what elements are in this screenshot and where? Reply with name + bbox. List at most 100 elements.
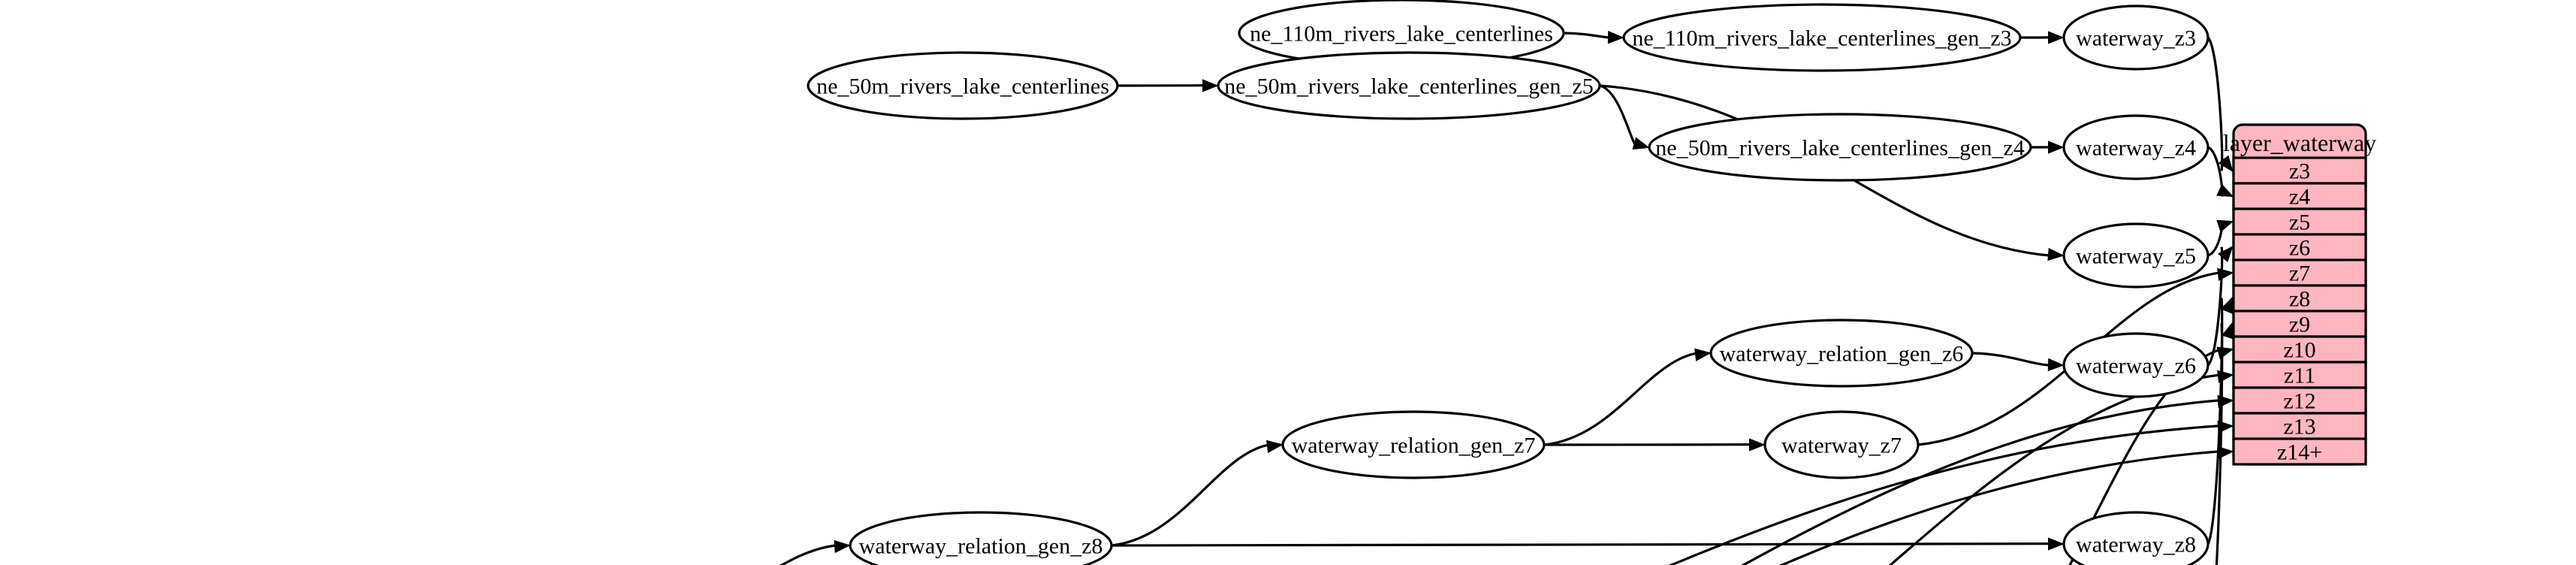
node-waterway_relation_gen_z6[interactable]: waterway_relation_gen_z6	[1709, 319, 1974, 388]
edge-ne_50m_rivers_lake_centerlines_gen_z4-to-waterway_z4	[2030, 140, 2065, 154]
edge-line	[1563, 32, 1612, 39]
table-row-label-z8: z8	[2289, 287, 2310, 312]
node-waterway_relation_gen_z7[interactable]: waterway_relation_gen_z7	[1281, 410, 1546, 479]
node-waterway_z6[interactable]: waterway_z6	[2062, 332, 2210, 398]
node-ne_50m_rivers_lake_centerlines_gen_z5[interactable]: ne_50m_rivers_lake_centerlines_gen_z5	[1217, 51, 1601, 120]
table-row-label-z7: z7	[2289, 261, 2310, 286]
edge-line	[2206, 36, 2224, 171]
node-label-waterway_relation_gen_z6: waterway_relation_gen_z6	[1720, 342, 1964, 367]
edge-waterway_relation_gen_z7-to-waterway_z7	[1543, 438, 1766, 452]
node-shape-waterway_z3	[2062, 5, 2210, 71]
edge-arrowhead	[2217, 267, 2234, 281]
edge-waterway_z5-to-table_z5	[2207, 219, 2234, 257]
edge-arrowhead	[2222, 322, 2234, 340]
edge-arrowhead	[1607, 31, 1624, 44]
edge-waterway_z8-to-table_z8	[2206, 296, 2234, 545]
table-row-z8[interactable]	[2232, 284, 2367, 313]
node-label-ne_50m_rivers_lake_centerlines_gen_z4: ne_50m_rivers_lake_centerlines_gen_z4	[1655, 136, 2024, 161]
edge-waterway_relation_gen_z8-to-waterway_z8	[1111, 537, 2065, 551]
edge-ne_110m_rivers_lake_centerlines-to-ne_110m_rivers_lake_centerlines_gen_z3	[1563, 31, 1624, 44]
edge-waterway_relation_gen_z8-to-waterway_relation_gen_z7	[1111, 440, 1283, 547]
node-shape-ne_50m_rivers_lake_centerlines	[807, 51, 1119, 120]
edge-arrowhead	[2218, 155, 2234, 173]
node-label-waterway_relation_gen_z7: waterway_relation_gen_z7	[1292, 434, 1536, 458]
nodes-layer: imposm3osm_waterway_relationosm_waterway…	[807, 0, 2210, 565]
node-shape-waterway_z5	[2062, 222, 2210, 289]
edge-arrowhead	[2217, 420, 2234, 434]
node-ne_50m_rivers_lake_centerlines[interactable]: ne_50m_rivers_lake_centerlines	[807, 51, 1119, 120]
table-row-z4[interactable]	[2232, 182, 2367, 210]
table-row-z13[interactable]	[2232, 412, 2367, 440]
table-row-z12[interactable]	[2232, 386, 2367, 415]
edge-arrowhead	[2217, 446, 2234, 460]
edge-line	[1111, 542, 2053, 547]
table-row-z7[interactable]	[2232, 258, 2367, 287]
edge-waterway_z3-to-table_z3	[2206, 36, 2234, 173]
node-label-waterway_z4: waterway_z4	[2076, 136, 2196, 161]
node-shape-waterway_z7	[1763, 410, 1920, 479]
edge-arrowhead	[2048, 31, 2065, 44]
table-row-label-z10: z10	[2283, 338, 2315, 363]
node-ne_110m_rivers_lake_centerlines_gen_z3[interactable]: ne_110m_rivers_lake_centerlines_gen_z3	[1622, 3, 2022, 72]
node-shape-waterway_z4	[2062, 114, 2210, 180]
node-shape-waterway_z8	[2062, 511, 2210, 565]
edge-arrowhead	[2216, 219, 2234, 233]
table-row-z11[interactable]	[2232, 361, 2367, 389]
table-row-label-z6: z6	[2289, 236, 2310, 261]
node-shape-waterway_relation_gen_z8	[849, 511, 1113, 565]
edge-ne_50m_rivers_lake_centerlines-to-ne_50m_rivers_lake_centerlines_gen_z5	[1117, 79, 1219, 92]
node-shape-ne_50m_rivers_lake_centerlines_gen_z4	[1648, 113, 2032, 182]
edge-arrowhead	[1266, 440, 1283, 453]
table-row-label-z13: z13	[2283, 415, 2315, 440]
node-label-waterway_z6: waterway_z6	[2076, 354, 2196, 379]
edge-ne_110m_rivers_lake_centerlines_gen_z3-to-waterway_z3	[2019, 31, 2065, 44]
edge-line	[1740, 399, 2222, 565]
node-ne_50m_rivers_lake_centerlines_gen_z4[interactable]: ne_50m_rivers_lake_centerlines_gen_z4	[1648, 113, 2032, 182]
edge-arrowhead	[2217, 394, 2234, 409]
node-waterway_z4[interactable]: waterway_z4	[2062, 114, 2210, 180]
edge-waterway_z14-to-table_z14+	[1778, 446, 2234, 565]
edge-arrowhead	[1749, 438, 1766, 452]
node-label-ne_50m_rivers_lake_centerlines: ne_50m_rivers_lake_centerlines	[816, 74, 1109, 99]
edge-arrowhead	[2048, 140, 2065, 154]
edge-line	[1668, 425, 2222, 565]
edge-waterway_z4-to-table_z4	[2207, 146, 2234, 198]
node-shape-waterway_relation_gen_z6	[1709, 319, 1974, 388]
table-title: layer_waterway	[2223, 129, 2376, 156]
edge-waterway_z11-to-table_z11	[1888, 370, 2234, 565]
edge-arrowhead	[1632, 137, 1650, 150]
node-label-waterway_z8: waterway_z8	[2076, 533, 2196, 557]
node-shape-waterway_z6	[2062, 332, 2210, 398]
node-label-ne_110m_rivers_lake_centerlines_gen_z3: ne_110m_rivers_lake_centerlines_gen_z3	[1632, 26, 2011, 51]
table-row-z10[interactable]	[2232, 335, 2367, 364]
node-label-waterway_z3: waterway_z3	[2076, 26, 2196, 51]
node-waterway_z7[interactable]: waterway_z7	[1763, 410, 1920, 479]
edge-waterway_z13-to-table_z13	[1668, 420, 2234, 565]
table-row-label-z4: z4	[2289, 185, 2310, 210]
node-waterway_relation_gen_z8[interactable]: waterway_relation_gen_z8	[849, 511, 1113, 565]
node-waterway_z8[interactable]: waterway_z8	[2062, 511, 2210, 565]
table-row-z14plus[interactable]	[2232, 437, 2367, 466]
edge-line	[1111, 443, 1271, 547]
node-waterway_z3[interactable]: waterway_z3	[2062, 5, 2210, 71]
edge-arrowhead	[2217, 245, 2234, 263]
node-shape-ne_50m_rivers_lake_centerlines_gen_z5	[1217, 51, 1601, 120]
edge-line	[1888, 373, 2222, 565]
edge-ne_50m_rivers_lake_centerlines_gen_z5-to-ne_50m_rivers_lake_centerlines_gen_z4	[1599, 84, 1650, 150]
edge-arrowhead	[2217, 370, 2234, 383]
node-waterway_z5[interactable]: waterway_z5	[2062, 222, 2210, 289]
edge-waterway_relation-to-waterway_relation_gen_z8	[779, 539, 851, 565]
edge-arrowhead	[2047, 247, 2065, 261]
edge-arrowhead	[2216, 346, 2234, 360]
node-label-waterway_z7: waterway_z7	[1781, 434, 1902, 458]
node-shape-waterway_relation_gen_z7	[1281, 410, 1546, 479]
table-row-label-z14plus: z14+	[2277, 440, 2322, 465]
table-row-z5[interactable]	[2232, 207, 2367, 236]
table-row-label-z12: z12	[2283, 389, 2315, 414]
edge-waterway_relation_gen_z6-to-waterway_z6	[1971, 352, 2065, 372]
table-row-label-z5: z5	[2289, 210, 2310, 235]
table-row-label-z3: z3	[2289, 159, 2310, 184]
table-row-label-z11: z11	[2284, 364, 2315, 388]
